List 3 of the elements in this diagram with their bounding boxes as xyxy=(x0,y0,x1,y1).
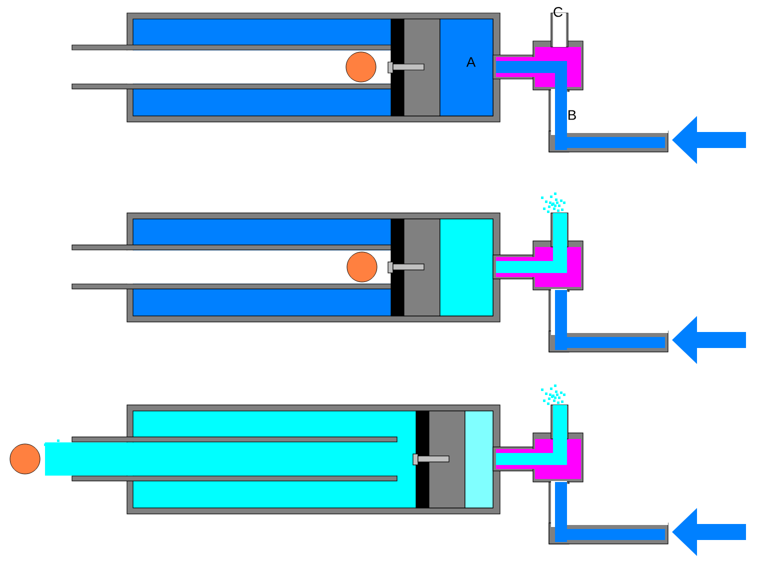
part-label: C xyxy=(554,7,563,17)
part-label: B xyxy=(568,110,576,120)
part-label: A xyxy=(466,57,476,67)
